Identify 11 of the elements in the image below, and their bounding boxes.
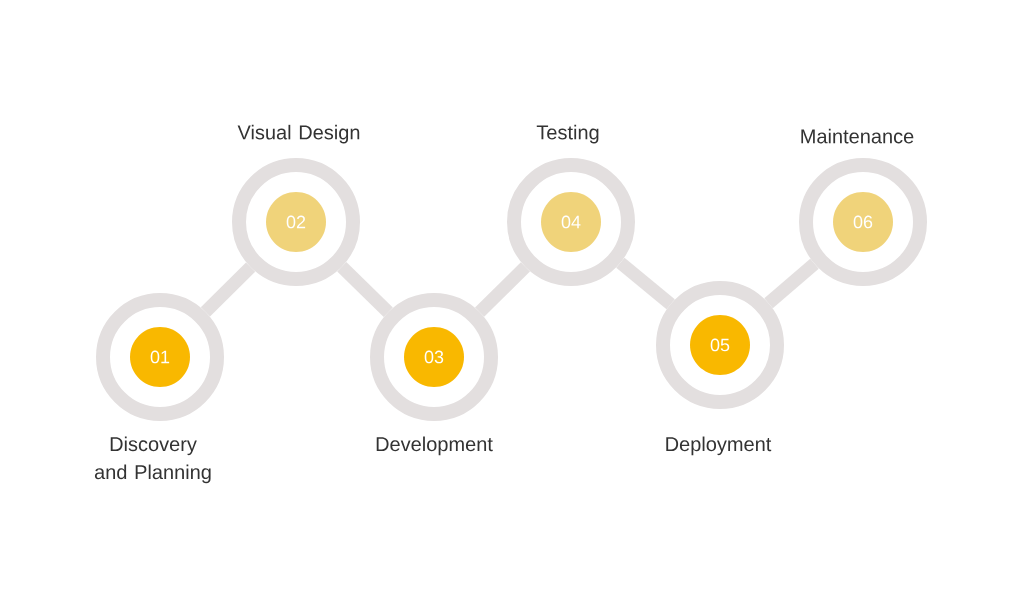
connector	[200, 262, 256, 317]
connector	[475, 262, 530, 317]
step-label: Visual Design	[237, 124, 360, 144]
step-label: Development	[376, 436, 493, 456]
step-label: Testing	[536, 124, 599, 144]
connector	[616, 257, 675, 310]
connector	[764, 258, 819, 309]
step-label: Maintenance	[801, 128, 914, 144]
step-label: Deployment	[666, 436, 772, 456]
step-label: Discovery and Planning	[94, 436, 211, 484]
connector	[337, 262, 393, 317]
